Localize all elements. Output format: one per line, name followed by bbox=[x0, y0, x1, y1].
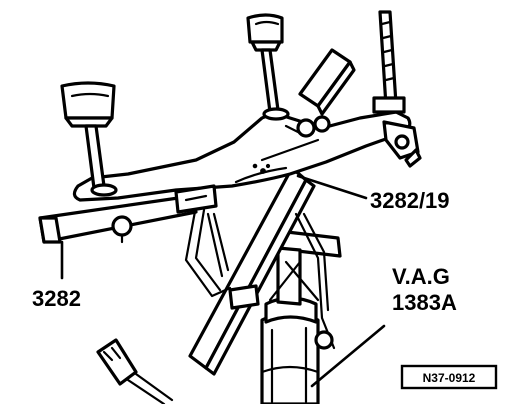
center-mount-post bbox=[246, 13, 290, 121]
left-hanger bbox=[184, 204, 232, 298]
left-mount-post bbox=[60, 81, 118, 197]
leader-jack bbox=[310, 324, 386, 388]
label-jack-line1: V.A.G bbox=[392, 264, 450, 289]
center-nuts bbox=[284, 115, 331, 138]
reference-code-box: N37-0912 bbox=[400, 364, 498, 390]
right-spindle bbox=[372, 10, 406, 114]
right-hanger bbox=[294, 212, 336, 350]
label-adapter-plate: 3282/19 bbox=[370, 188, 450, 213]
left-clamp bbox=[174, 184, 218, 214]
leader-adapter-plate bbox=[296, 174, 368, 200]
lower-clamp bbox=[228, 284, 260, 310]
upright-bar bbox=[298, 48, 356, 116]
reference-code: N37-0912 bbox=[423, 371, 476, 385]
label-jack-line2: 1383A bbox=[392, 290, 457, 315]
label-tool-base: 3282 bbox=[32, 286, 81, 311]
right-bracket bbox=[382, 120, 422, 168]
jack-column bbox=[260, 296, 320, 404]
tool-base-bar bbox=[38, 194, 198, 244]
lower-left-part bbox=[96, 338, 174, 404]
adapter-plate bbox=[72, 110, 412, 202]
